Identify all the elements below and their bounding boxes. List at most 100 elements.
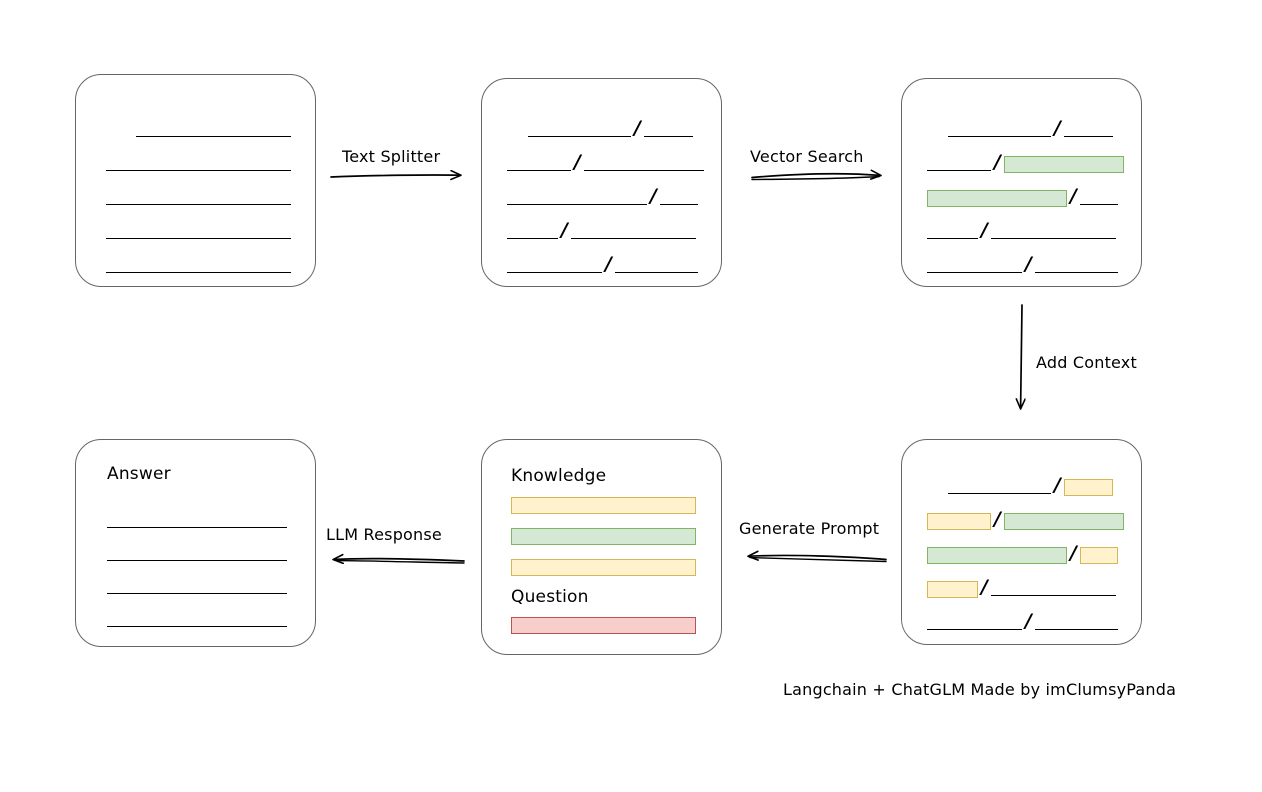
text-line-segment <box>106 191 291 205</box>
text-line-segment <box>107 514 287 528</box>
source-document-card[interactable] <box>75 74 316 287</box>
text-line-segment <box>507 259 602 273</box>
chunk-separator-slash: / <box>981 218 988 241</box>
text-line-segment <box>136 123 291 137</box>
arrow-add-context <box>1021 304 1022 408</box>
text-line-segment <box>643 123 693 137</box>
chunk-separator-slash: / <box>605 252 612 275</box>
chunk-separator-slash: / <box>994 507 1001 530</box>
text-line-segment <box>106 225 291 239</box>
chunk-separator-slash: / <box>634 116 641 139</box>
chunk-separator-slash: / <box>1054 473 1061 496</box>
text-row: / <box>927 150 1124 173</box>
text-row: / <box>507 252 698 275</box>
text-row <box>107 545 287 563</box>
text-line-segment <box>107 547 287 561</box>
text-row: / <box>507 152 704 173</box>
arrow-llm-response <box>334 559 465 563</box>
green-highlight-segment <box>927 189 1067 207</box>
yellow-highlight-segment <box>927 580 978 598</box>
text-row <box>106 223 291 241</box>
text-row: / <box>927 609 1118 632</box>
text-line-segment <box>990 582 1116 596</box>
matched-chunks-card[interactable]: / / / / / <box>901 78 1142 287</box>
text-row: / <box>927 252 1118 275</box>
text-line-segment <box>528 123 631 137</box>
green-highlight-segment <box>927 546 1067 564</box>
text-line-segment <box>990 225 1116 239</box>
chunk-separator-slash: / <box>561 218 568 241</box>
text-row <box>106 257 291 275</box>
arrow-label-vector-search: Vector Search <box>750 147 864 166</box>
text-row: / <box>507 184 698 207</box>
text-line-segment <box>948 480 1051 494</box>
text-line-segment <box>107 613 287 627</box>
chunk-separator-slash: / <box>1070 184 1077 207</box>
arrow-text-splitter <box>330 175 460 177</box>
split-chunks-card[interactable]: / / / / / <box>481 78 722 287</box>
prompt-card[interactable]: Knowledge Question <box>481 439 722 655</box>
text-line-segment <box>570 225 696 239</box>
text-row <box>106 155 291 173</box>
answer-card[interactable]: Answer <box>75 439 316 647</box>
context-chunks-rows: / / / / / <box>902 440 1141 644</box>
knowledge-bar-2 <box>511 528 696 545</box>
text-line-segment <box>507 191 647 205</box>
text-line-segment <box>507 225 558 239</box>
split-chunks-rows: / / / / / <box>482 79 721 286</box>
chunk-separator-slash: / <box>1070 541 1077 564</box>
text-line-segment <box>1034 259 1118 273</box>
text-row: / <box>507 218 696 241</box>
text-row: / <box>927 575 1116 598</box>
text-line-segment <box>583 157 704 171</box>
chunk-separator-slash: / <box>981 575 988 598</box>
text-line-segment <box>614 259 698 273</box>
source-document-rows <box>76 75 315 286</box>
text-row: / <box>948 473 1113 496</box>
green-highlight-segment <box>1003 512 1124 530</box>
arrow-label-text-splitter: Text Splitter <box>342 147 441 166</box>
text-line-segment <box>107 580 287 594</box>
chunk-separator-slash: / <box>994 150 1001 173</box>
answer-heading: Answer <box>107 464 171 484</box>
text-row: / <box>927 218 1116 241</box>
text-row <box>136 121 291 139</box>
text-line-segment <box>927 259 1022 273</box>
knowledge-heading: Knowledge <box>511 466 607 486</box>
text-line-segment <box>948 123 1051 137</box>
text-row <box>107 512 287 530</box>
matched-chunks-rows: / / / / / <box>902 79 1141 286</box>
question-bar-1 <box>511 617 696 634</box>
arrow-vector-search <box>751 174 880 181</box>
text-row: / <box>927 184 1118 207</box>
yellow-highlight-segment <box>1079 546 1118 564</box>
text-line-segment <box>927 616 1022 630</box>
text-line-segment <box>1063 123 1113 137</box>
arrow-label-add-context: Add Context <box>1036 353 1137 372</box>
text-line-segment <box>1034 616 1118 630</box>
text-line-segment <box>106 259 291 273</box>
text-row: / <box>927 541 1118 564</box>
question-heading: Question <box>511 587 589 607</box>
chunk-separator-slash: / <box>1025 609 1032 632</box>
yellow-highlight-segment <box>1063 478 1113 496</box>
text-line-segment <box>927 225 978 239</box>
text-line-segment <box>659 191 698 205</box>
knowledge-bar-3 <box>511 559 696 576</box>
answer-rows <box>76 440 315 646</box>
arrow-label-llm-response: LLM Response <box>326 525 442 544</box>
green-highlight-segment <box>1003 155 1124 173</box>
text-line-segment <box>927 157 991 171</box>
text-line-segment <box>507 157 571 171</box>
chunk-separator-slash: / <box>650 184 657 207</box>
arrow-generate-prompt <box>749 555 887 563</box>
chunk-separator-slash: / <box>1054 116 1061 139</box>
text-row <box>107 578 287 596</box>
context-chunks-card[interactable]: / / / / / <box>901 439 1142 645</box>
chunk-separator-slash: / <box>1025 252 1032 275</box>
text-row <box>106 189 291 207</box>
footer-credit: Langchain + ChatGLM Made by imClumsyPand… <box>783 680 1177 699</box>
knowledge-bar-1 <box>511 497 696 514</box>
arrow-label-generate-prompt: Generate Prompt <box>739 519 880 538</box>
